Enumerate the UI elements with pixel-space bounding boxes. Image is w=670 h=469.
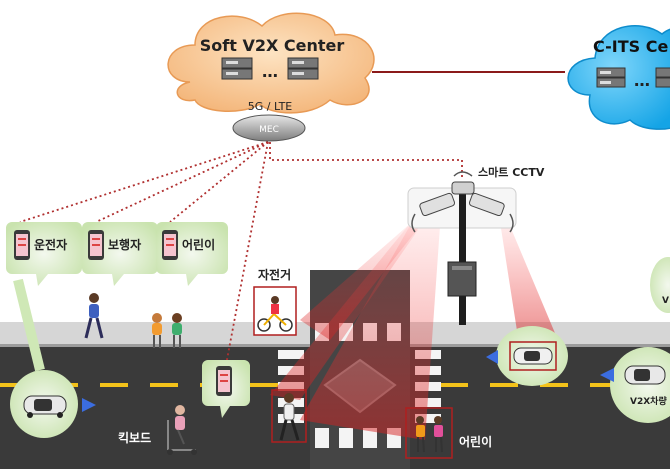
phone-icon [162,230,178,260]
smart-cctv: 스마트 CCTV [407,165,545,325]
bicycle-label: 자전거 [258,267,291,282]
bicycle-icon [253,286,297,336]
phone-icon [14,230,30,260]
direction-arrow [486,350,498,364]
server-icon [221,57,253,80]
detected-car-bubble [486,326,568,386]
mec-ellipse [232,114,306,142]
cctv-label: 스마트 CCTV [478,165,545,179]
v2x-partial-label: V [662,296,669,306]
phone-icon [216,366,232,396]
cctv-beams [270,222,560,440]
kickboard-label: 킥보드 [118,430,151,445]
child-icon [152,313,162,348]
car-icon [513,347,553,365]
driver-car-bubble [10,278,96,438]
v2x-vehicle-bubble: V2X차량 [600,347,670,423]
server-icon [655,67,670,88]
v2x-vehicle-label: V2X차량 [630,395,667,407]
phone-label-driver: 운전자 [34,237,67,252]
v2x-phone-bubble-partial: V [650,257,670,313]
phone-label-pedestrian: 보행자 [108,237,141,252]
direction-arrow [82,398,96,412]
mec-label: MEC [259,125,279,135]
car-icon [624,365,666,385]
kickboard-icon [167,405,197,455]
mec-links [19,141,463,366]
child-crossing-label: 어린이 [459,434,492,449]
soft-v2x-center-cloud: Soft V2X Center … 5G / LTE MEC [167,12,375,142]
cctv-camera-icon [411,171,514,233]
car-icon [23,395,67,418]
network-label: 5G / LTE [248,100,293,113]
phone-icon [88,230,104,260]
phone-bubble-driver: 운전자 [6,222,82,286]
pedestrian-icon [84,293,104,339]
cctv-control-box-detail [452,266,472,270]
c-its-center-title: C-ITS Ce [593,37,668,56]
c-its-center-cloud: C-ITS Ce … [567,25,670,130]
c-its-ellipsis: … [634,71,650,90]
server-ellipsis: … [262,62,278,81]
server-icon [596,67,626,88]
phone-bubble-kickboard [202,360,250,418]
phone-bubble-pedestrian: 보행자 [82,222,158,286]
child-icon [172,313,182,348]
server-icon [287,57,319,80]
pedestrian-icon [271,389,307,443]
child-icon [405,407,453,459]
phone-label-child: 어린이 [182,237,215,252]
soft-v2x-center-title: Soft V2X Center [200,36,345,55]
direction-arrow [600,368,614,382]
cctv-pole [459,190,466,325]
phone-bubble-child: 어린이 [156,222,228,286]
